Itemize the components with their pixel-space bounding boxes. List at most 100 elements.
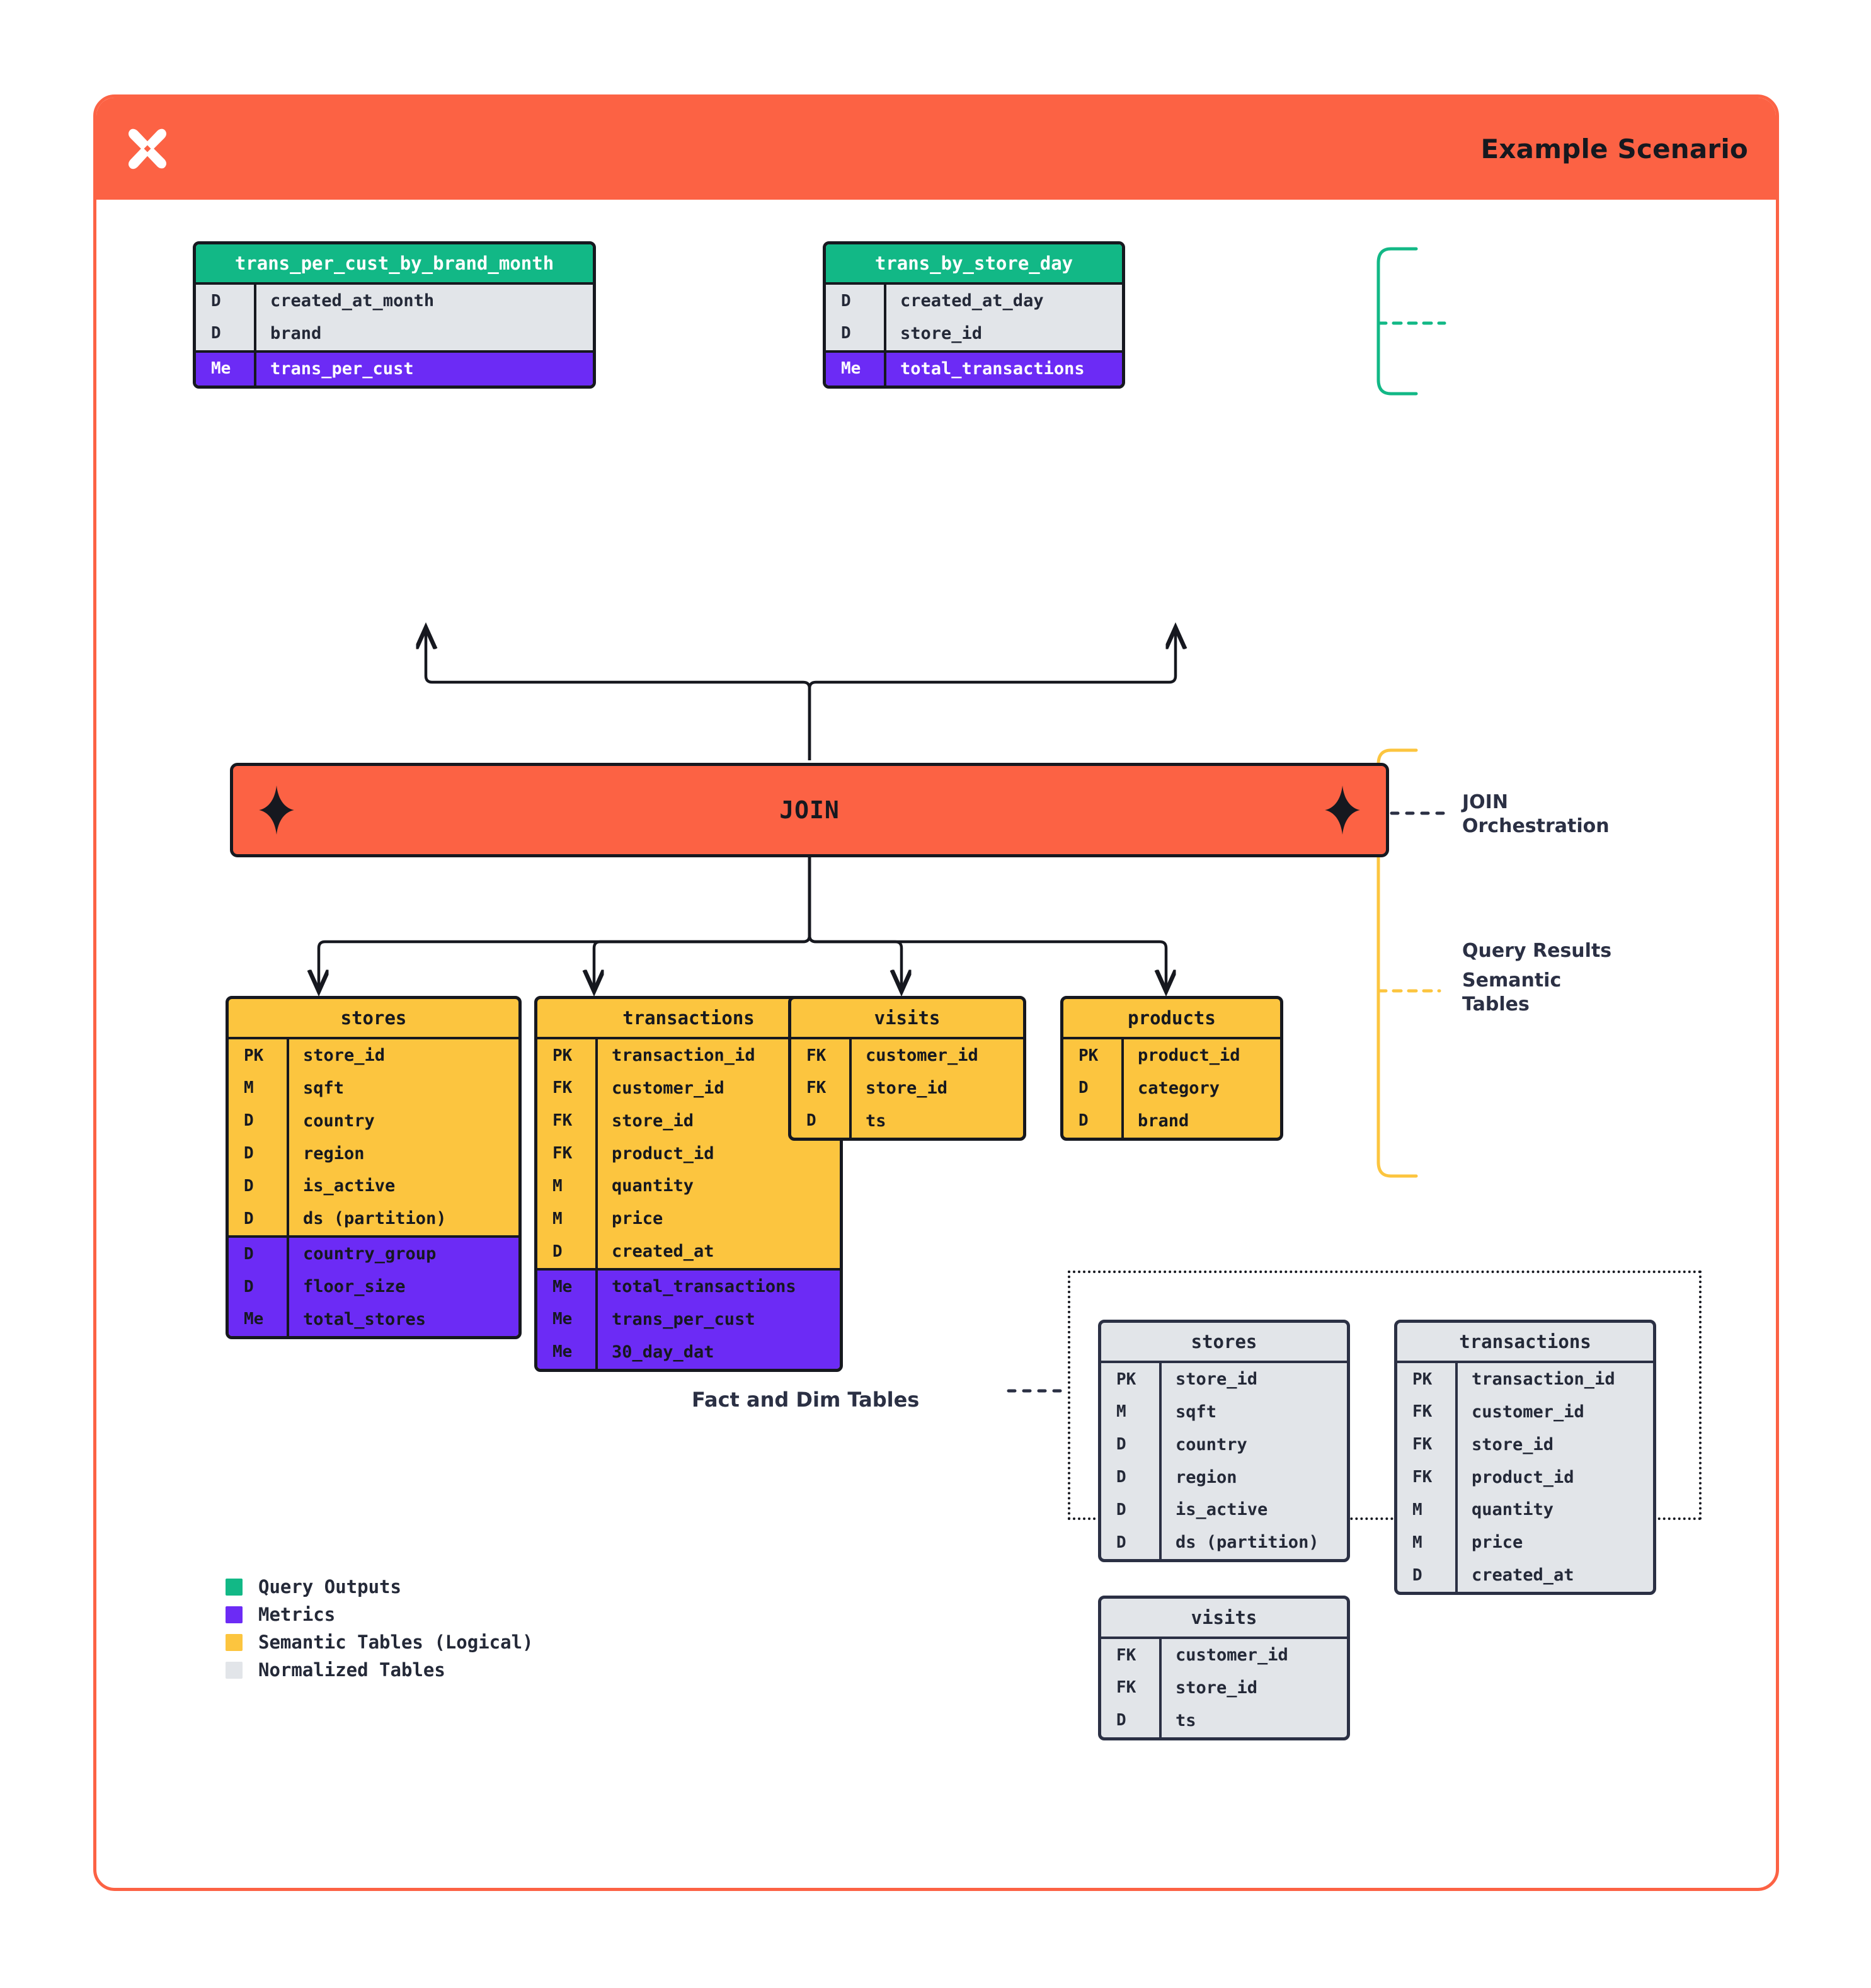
- field-name: store_id: [1455, 1428, 1653, 1461]
- field-name: quantity: [595, 1170, 840, 1203]
- field-name: floor_size: [287, 1271, 518, 1303]
- field-kind: PK: [1116, 1369, 1136, 1389]
- table-row: FK customer_id: [1397, 1395, 1653, 1429]
- x-logo-icon: [128, 129, 167, 169]
- header-bar: Example Scenario: [96, 98, 1776, 200]
- field-kind: FK: [806, 1046, 827, 1065]
- table-row: Me trans_per_cust: [196, 352, 593, 386]
- field-kind: D: [806, 1111, 816, 1131]
- query-result-table[interactable]: trans_by_store_day D created_at_day D st…: [823, 241, 1125, 389]
- legend-swatch-metrics: [226, 1606, 243, 1623]
- field-name: brand: [254, 317, 593, 350]
- annotation-label-line1: JOIN: [1462, 791, 1508, 813]
- field-name: customer_id: [1455, 1395, 1653, 1429]
- field-kind: PK: [552, 1046, 573, 1065]
- field-kind: D: [1116, 1500, 1126, 1520]
- field-name: total_stores: [287, 1303, 518, 1336]
- semantic-table-transactions[interactable]: transactions PK transaction_id FK customer…: [534, 996, 843, 1372]
- field-name: region: [287, 1137, 518, 1170]
- field-kind: D: [841, 324, 851, 343]
- table-title: transactions: [622, 1007, 755, 1029]
- field-name: store_id: [849, 1071, 1023, 1105]
- table-row: D brand: [196, 317, 593, 350]
- legend-label: Metrics: [258, 1604, 336, 1625]
- field-name: sqft: [287, 1071, 518, 1105]
- field-kind: FK: [1116, 1645, 1136, 1665]
- annotation-fact-and-dim: Fact and Dim Tables: [692, 1388, 919, 1412]
- field-name: total_transactions: [595, 1271, 840, 1303]
- table-title: visits: [874, 1007, 941, 1029]
- table-title: stores: [340, 1007, 407, 1029]
- field-name: product_id: [595, 1137, 840, 1170]
- field-name: customer_id: [595, 1071, 840, 1105]
- field-kind: D: [211, 324, 221, 343]
- field-kind: FK: [1412, 1402, 1433, 1422]
- field-name: customer_id: [849, 1039, 1023, 1072]
- table-row: FK customer_id: [1101, 1639, 1347, 1672]
- field-name: price: [595, 1203, 840, 1236]
- legend-item: Metrics: [226, 1606, 534, 1624]
- field-kind: D: [244, 1244, 254, 1264]
- field-kind: FK: [1412, 1435, 1433, 1454]
- diagram-card: Example Scenario trans_: [93, 94, 1779, 1891]
- legend-swatch-semantic-tables: [226, 1634, 243, 1651]
- field-kind: Me: [841, 359, 861, 379]
- table-title: stores: [1191, 1331, 1257, 1352]
- table-title: trans_by_store_day: [826, 244, 1122, 282]
- field-name: transaction_id: [1455, 1363, 1653, 1396]
- join-orchestration-bar[interactable]: JOIN: [230, 763, 1389, 857]
- field-name: is_active: [287, 1170, 518, 1203]
- join-label: JOIN: [779, 796, 840, 824]
- field-name: created_at_day: [884, 285, 1122, 317]
- annotation-label-line1: Semantic: [1462, 969, 1562, 991]
- field-kind: M: [1116, 1402, 1126, 1422]
- field-kind: D: [1116, 1435, 1126, 1454]
- field-kind: D: [244, 1144, 254, 1163]
- field-name: price: [1455, 1526, 1653, 1560]
- field-kind: PK: [244, 1046, 264, 1065]
- field-name: customer_id: [1159, 1639, 1347, 1672]
- field-name: trans_per_cust: [254, 352, 593, 386]
- field-kind: D: [841, 291, 851, 311]
- query-result-table[interactable]: trans_per_cust_by_brand_month D created_…: [193, 241, 596, 389]
- field-name: trans_per_cust: [595, 1303, 840, 1336]
- field-kind: Me: [552, 1277, 573, 1296]
- field-kind: D: [244, 1209, 254, 1228]
- field-kind: D: [1116, 1468, 1126, 1487]
- field-kind: Me: [552, 1342, 573, 1362]
- field-name: is_active: [1159, 1494, 1347, 1527]
- legend-label: Query Outputs: [258, 1576, 401, 1597]
- field-name: brand: [1121, 1104, 1280, 1138]
- field-name: transaction_id: [595, 1039, 840, 1072]
- field-kind: M: [1412, 1500, 1422, 1520]
- field-kind: D: [211, 291, 221, 311]
- field-kind: D: [244, 1111, 254, 1131]
- field-name: total_transactions: [884, 352, 1122, 386]
- table-title: transactions: [1459, 1331, 1591, 1352]
- legend-item: Semantic Tables (Logical): [226, 1633, 534, 1652]
- field-name: country: [287, 1104, 518, 1138]
- legend-item: Query Outputs: [226, 1578, 534, 1596]
- field-kind: Me: [244, 1310, 264, 1329]
